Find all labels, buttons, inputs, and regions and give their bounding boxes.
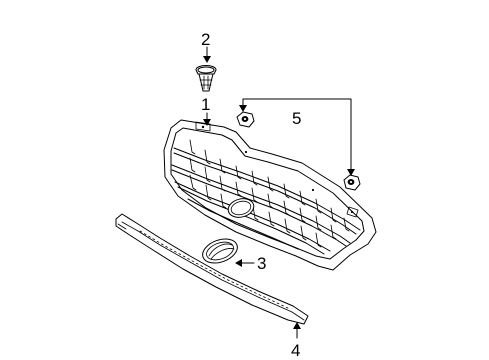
callout-2: 2 <box>201 30 210 49</box>
callout-5: 5 <box>292 109 301 128</box>
callout-1: 1 <box>201 95 210 114</box>
nut-part-upper <box>236 111 255 128</box>
leaders <box>203 46 355 339</box>
clip-part <box>195 65 217 92</box>
callout-3: 3 <box>257 254 266 273</box>
grille-part <box>163 119 377 271</box>
molding-part <box>115 213 309 325</box>
nut-part-lower <box>343 174 361 191</box>
emblem-part <box>202 238 238 264</box>
callout-4: 4 <box>291 341 300 360</box>
